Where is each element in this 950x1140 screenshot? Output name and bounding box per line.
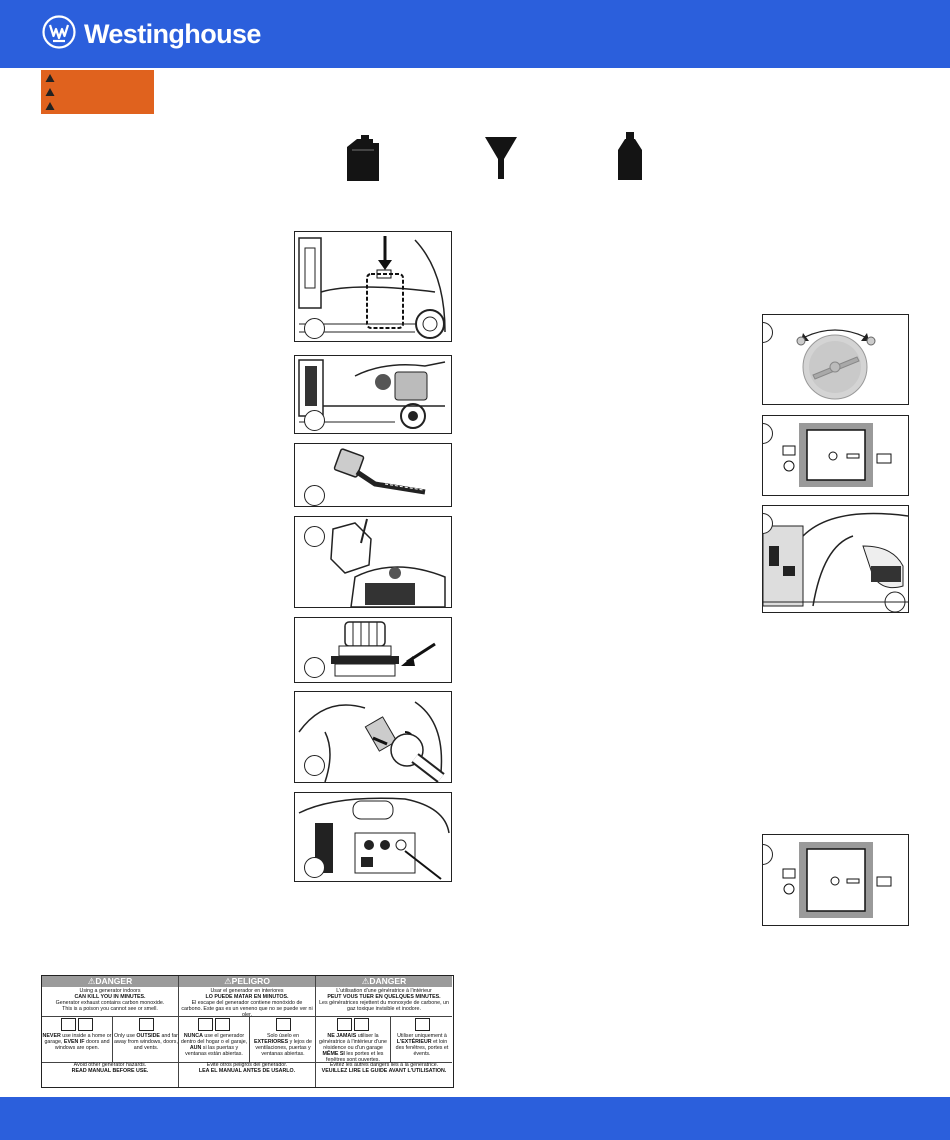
eco-switch-illustration <box>762 834 909 926</box>
house-outside-icon <box>138 1018 154 1031</box>
danger-text: NE JAMAIS <box>327 1033 357 1040</box>
danger-text: AUN <box>189 1045 202 1052</box>
fuel-jerry-can-icon <box>347 135 379 181</box>
danger-text: NUNCA <box>183 1033 203 1040</box>
danger-text: Évitez les autres dangers liés à la géné… <box>329 1062 439 1068</box>
step-number-circle <box>304 318 325 339</box>
danger-text: VEUILLEZ LIRE LE GUIDE AVANT L'UTILISATI… <box>321 1068 447 1075</box>
danger-text: y lejos de ventilaciones, puertas y vent… <box>255 1039 312 1058</box>
danger-label-spanish: ⚠PELIGRO Usar el generador en interiores… <box>179 976 316 1087</box>
danger-text: Avoid other generator hazards. <box>73 1062 147 1068</box>
danger-heading: ⚠DANGER <box>42 976 178 987</box>
danger-text: Only use <box>114 1033 137 1040</box>
house-outside-icon <box>275 1018 291 1031</box>
warning-triangle-icon <box>45 102 55 110</box>
danger-text: LO PUEDE MATAR EN MINUTOS. <box>205 994 289 1001</box>
danger-text: les portes et les fenêtres sont ouvertes… <box>326 1051 384 1064</box>
danger-text: use inside a home or garage, <box>44 1033 112 1046</box>
step-number-circle <box>304 410 325 431</box>
step-2-oil-fill-illustration <box>294 355 452 434</box>
step-number-circle <box>304 755 325 776</box>
danger-text: LEA EL MANUAL ANTES DE USARLO. <box>198 1068 296 1075</box>
house-outside-icon <box>414 1018 430 1031</box>
danger-text: PEUT VOUS TUER EN QUELQUES MINUTES. <box>327 994 441 1001</box>
step-number-circle <box>304 485 325 506</box>
warning-triangle-icon <box>45 74 55 82</box>
house-icon <box>61 1018 76 1031</box>
recoil-start-illustration <box>762 505 909 613</box>
danger-text: L'EXTÉRIEUR <box>396 1039 432 1046</box>
danger-text: EXTERIORES <box>253 1039 289 1046</box>
brand-name: Westinghouse <box>84 19 261 49</box>
danger-text: Evite otros peligros del generador. <box>206 1062 288 1068</box>
choke-dial-illustration <box>762 314 909 405</box>
warning-triangle-icon <box>45 88 55 96</box>
danger-text: doors and windows are open. <box>54 1039 110 1052</box>
funnel-icon <box>485 137 517 179</box>
danger-label-french: ⚠DANGER L'utilisation d'une génératrice … <box>316 976 452 1087</box>
step-1-oil-cap-illustration <box>294 231 452 342</box>
danger-text: El escape del generador contiene monóxid… <box>181 1000 313 1019</box>
danger-text: OUTSIDE <box>136 1033 160 1040</box>
warning-box <box>41 70 154 114</box>
house-icon <box>198 1018 213 1031</box>
danger-text: MÊME SI <box>322 1051 345 1058</box>
step-6-fuel-hose-illustration <box>294 691 452 783</box>
step-3-dipstick-illustration <box>294 443 452 507</box>
danger-text: Utiliser uniquement à <box>397 1033 447 1040</box>
footer-bar <box>0 1097 950 1140</box>
garage-icon <box>354 1018 369 1031</box>
garage-icon <box>215 1018 230 1031</box>
danger-text: Generator exhaust contains carbon monoxi… <box>55 1000 165 1007</box>
danger-heading: ⚠PELIGRO <box>179 976 315 987</box>
danger-text: Using a generator indoors <box>79 988 141 994</box>
garage-icon <box>78 1018 93 1031</box>
danger-text: L'utilisation d'une génératrice à l'inté… <box>336 988 432 994</box>
westinghouse-logo-icon <box>42 15 76 49</box>
step-4-fuel-fill-illustration <box>294 516 452 608</box>
danger-text: This is a poison you cannot see or smell… <box>62 1006 158 1013</box>
danger-label-english: ⚠DANGER Using a generator indoors CAN KI… <box>42 976 179 1087</box>
danger-text: Les génératrices rejettent du monoxyde d… <box>319 1000 449 1013</box>
header-bar: Westinghouse <box>0 0 950 68</box>
danger-text: READ MANUAL BEFORE USE. <box>71 1068 149 1075</box>
danger-label: ⚠DANGER Using a generator indoors CAN KI… <box>41 975 454 1088</box>
step-number-circle <box>304 857 325 878</box>
danger-text: Usar el generador en interiores <box>210 988 284 994</box>
danger-text: and far away from windows, doors, and ve… <box>114 1033 178 1052</box>
danger-text: utiliser la génératrice à l'intérieur d'… <box>319 1033 387 1052</box>
danger-text: CAN KILL YOU IN MINUTES. <box>74 994 146 1001</box>
danger-text: Solo úselo en <box>266 1033 300 1040</box>
eco-switch-illustration <box>762 415 909 496</box>
step-number-circle <box>304 526 325 547</box>
danger-text: si las puertas y ventanas están abiertas… <box>185 1045 243 1058</box>
oil-bottle-icon <box>618 132 642 180</box>
step-5-fuel-cap-illustration <box>294 617 452 683</box>
danger-heading: ⚠DANGER <box>316 976 452 987</box>
house-icon <box>337 1018 352 1031</box>
danger-text: NEVER <box>42 1033 61 1040</box>
step-7-generator-panel-illustration <box>294 792 452 882</box>
danger-text: et loin des fenêtres, portes et évents. <box>395 1039 449 1058</box>
danger-text: use el generador dentro del hogar o el g… <box>180 1033 248 1046</box>
danger-text: EVEN IF <box>63 1039 85 1046</box>
step-number-circle <box>304 657 325 678</box>
